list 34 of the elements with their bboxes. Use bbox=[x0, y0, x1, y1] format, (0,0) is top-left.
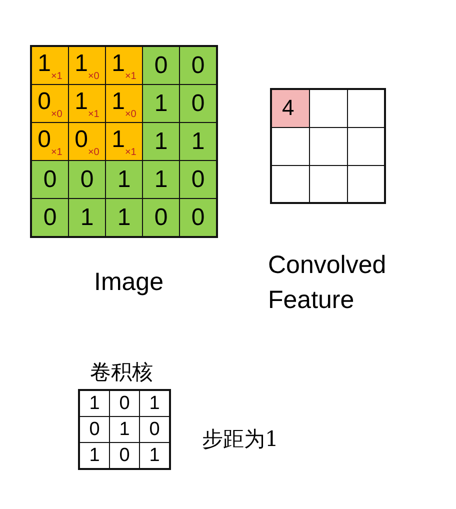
grid-cell: 1 bbox=[142, 160, 180, 198]
grid-cell: 0 bbox=[68, 160, 106, 198]
grid-cell: 0 bbox=[180, 160, 217, 198]
grid-cell: 0$_{×0}$ bbox=[68, 122, 106, 160]
caption: Convolved Feature bbox=[268, 250, 388, 316]
grid-cell: 0$_{×1}$ bbox=[31, 122, 68, 160]
grid-cell: 1 bbox=[79, 390, 110, 416]
grid-cell: 1$_{×1}$ bbox=[106, 122, 142, 160]
grid-cell: 0 bbox=[110, 390, 140, 416]
grid-cell: 4 bbox=[271, 89, 309, 127]
caption: 卷积核 bbox=[90, 359, 153, 386]
grid-cell: 0 bbox=[180, 84, 217, 122]
grid-cell: 0 bbox=[79, 416, 110, 442]
grid-cell: 0$_{×0}$ bbox=[31, 84, 68, 122]
grid-cell: 0 bbox=[180, 46, 217, 84]
grid-cell: 0 bbox=[142, 198, 180, 237]
grid-cell: 1 bbox=[106, 160, 142, 198]
grid-cell: 1$_{×1}$ bbox=[31, 46, 68, 84]
grid-cell: 0 bbox=[31, 198, 68, 237]
grid-cell: 1 bbox=[142, 122, 180, 160]
grid-cell: 0 bbox=[142, 46, 180, 84]
grid-cell: 1$_{×1}$ bbox=[106, 46, 142, 84]
caption: Image bbox=[94, 268, 164, 297]
grid-cell: 1 bbox=[180, 122, 217, 160]
grid-cell: 1 bbox=[68, 198, 106, 237]
grid-cell: 1$_{×1}$ bbox=[68, 84, 106, 122]
grid-cell: 0 bbox=[180, 198, 217, 237]
grid-cell: 1$_{×0}$ bbox=[68, 46, 106, 84]
grid-cell: 0 bbox=[31, 160, 68, 198]
grid-cell: 1 bbox=[110, 416, 140, 442]
grid-cell: 1 bbox=[142, 84, 180, 122]
note: 步距为1 bbox=[202, 426, 278, 453]
grid-cell: 1 bbox=[106, 198, 142, 237]
grid-cell: 1$_{×0}$ bbox=[106, 84, 142, 122]
